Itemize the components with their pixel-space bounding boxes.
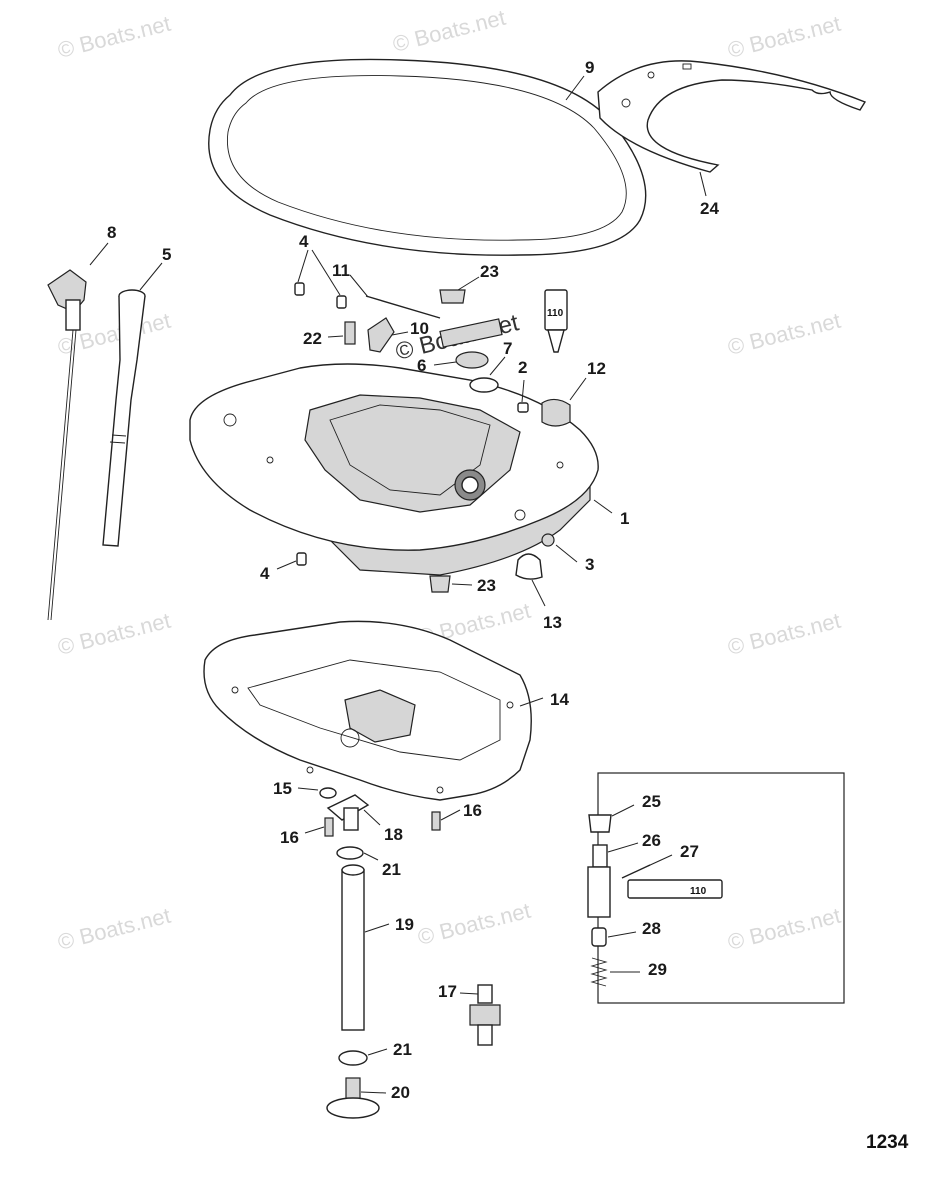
watermark: © Boats.net	[725, 11, 843, 63]
sealant-tube-nozzle	[547, 329, 565, 353]
callout-17: 17	[438, 982, 457, 1001]
part-11-rod	[365, 295, 441, 319]
part-18-spigot	[343, 807, 359, 831]
callout-16-right: 16	[463, 801, 482, 820]
callout-11: 11	[332, 261, 350, 280]
callout-1: 1	[620, 509, 629, 528]
callout-14: 14	[550, 690, 569, 709]
watermark: © Boats.net	[725, 903, 843, 955]
part-9-seal	[208, 58, 647, 256]
part-26-stem	[592, 844, 608, 868]
part-22-bolt	[344, 321, 356, 345]
detail-inset: 110	[587, 772, 845, 1004]
part-19-tube	[341, 869, 365, 1031]
diagram-number: 1234	[866, 1132, 909, 1153]
watermark: © Boats.net	[415, 898, 533, 950]
callout-13: 13	[543, 613, 562, 632]
small-parts-top: 110	[294, 282, 571, 593]
callout-5: 5	[162, 245, 171, 264]
callout-6: 6	[417, 356, 426, 375]
callout-22: 22	[303, 329, 322, 348]
callout-7: 7	[503, 339, 512, 358]
part-15-o-ring	[319, 787, 337, 799]
callout-23: 23	[480, 262, 499, 281]
callout-3: 3	[585, 555, 594, 574]
part-7-seal	[469, 377, 499, 393]
part-17-valve	[477, 984, 493, 1004]
watermark: © Boats.net	[55, 11, 173, 63]
part-27-pin	[621, 864, 651, 879]
part-21-clamp	[336, 846, 364, 860]
part-23-grommet	[439, 289, 466, 304]
callout-16: 16	[280, 828, 299, 847]
callout-9: 9	[585, 58, 594, 77]
callout-28: 28	[642, 919, 661, 938]
part-29-spring	[590, 957, 608, 987]
callout-20: 20	[391, 1083, 410, 1102]
part-1-adapter-plate	[189, 363, 599, 576]
part-12-grommet	[541, 398, 571, 427]
watermark: © Boats.net	[725, 308, 843, 360]
callout-8: 8	[107, 223, 116, 242]
part-14-gasket-plate	[203, 620, 532, 801]
tube-label-inset: 110	[690, 886, 707, 897]
part-24-gasket	[597, 60, 867, 173]
part-4-pin-lower	[296, 552, 307, 566]
part-2-plug	[517, 402, 529, 413]
lower-parts	[319, 787, 501, 1119]
part-6-seal	[455, 351, 489, 369]
part-26-body	[587, 866, 611, 918]
part-10-fitting	[367, 317, 395, 353]
part-25-cap	[588, 814, 612, 833]
part-20-flange	[326, 1097, 380, 1119]
sealant-tube-inset	[627, 879, 723, 899]
watermark: © Boats.net	[55, 608, 173, 660]
callout-15: 15	[273, 779, 292, 798]
callout-2: 2	[518, 358, 527, 377]
watermark: © Boats.net	[725, 608, 843, 660]
callout-23-lower: 23	[477, 576, 496, 595]
part-4-pin	[294, 282, 305, 296]
callout-19: 19	[395, 915, 414, 934]
tube-label: 110	[547, 308, 564, 319]
callout-24: 24	[700, 199, 719, 218]
callout-12: 12	[587, 359, 606, 378]
callout-26: 26	[642, 831, 661, 850]
callout-21-lower: 21	[393, 1040, 412, 1059]
watermark: © Boats.net	[55, 903, 173, 955]
watermark: © Boats.net	[390, 5, 508, 57]
part-23-grommet-lower	[429, 575, 451, 593]
callout-21: 21	[382, 860, 401, 879]
part-5-dipstick-tube	[102, 289, 146, 547]
part-20-fitting	[345, 1077, 361, 1101]
part-8-dipstick	[47, 269, 87, 621]
callout-4-lower: 4	[260, 564, 270, 583]
part-16-bolt	[431, 811, 441, 831]
part-16-bolt	[324, 817, 334, 837]
part-4-pin	[336, 295, 347, 309]
part-28-plug	[591, 927, 607, 947]
callout-25: 25	[642, 792, 661, 811]
callout-18: 18	[384, 825, 403, 844]
part-13-boot	[515, 553, 543, 580]
callout-labels: 1 2 3 4 4 5 6 7 8 9 10 11 12 13 14 15 16…	[107, 58, 719, 1102]
callout-10: 10	[410, 319, 429, 338]
part-3-nut	[541, 533, 555, 547]
sealant-tube-lower	[439, 318, 503, 348]
callout-27: 27	[680, 842, 699, 861]
callout-4: 4	[299, 232, 309, 251]
leader-lines	[89, 75, 707, 1094]
part-21-clamp-lower	[338, 1050, 368, 1066]
callout-29: 29	[648, 960, 667, 979]
